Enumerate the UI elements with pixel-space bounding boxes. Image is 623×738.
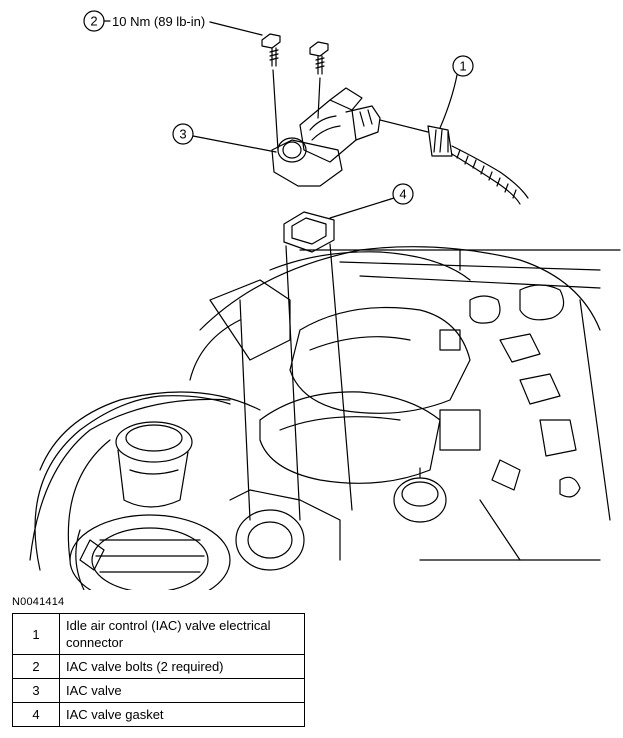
callout-3-circle [172, 123, 194, 145]
legend-description: IAC valve gasket [59, 702, 305, 727]
legend-row: 1 Idle air control (IAC) valve electrica… [12, 613, 305, 655]
legend-description: IAC valve [59, 678, 305, 703]
legend-number: 3 [12, 678, 60, 703]
legend-description: IAC valve bolts (2 required) [59, 654, 305, 679]
oil-filler-cap [115, 421, 193, 508]
callout-1-circle [452, 55, 474, 77]
legend-description: Idle air control (IAC) valve electrical … [59, 613, 305, 655]
iac-valve-gasket [283, 211, 335, 253]
callout-4-circle [392, 183, 414, 205]
legend-number: 4 [12, 702, 60, 727]
callout-1-leader [439, 74, 458, 129]
callout-2-leader [209, 21, 263, 36]
callout-1-number: 1 [459, 59, 466, 74]
legend-row: 3 IAC valve [12, 678, 305, 703]
iac-electrical-connector [379, 119, 529, 205]
legend-row: 4 IAC valve gasket [12, 702, 305, 727]
engine-illustration: 2 10 Nm (89 lb-in) 1 3 4 [29, 10, 621, 590]
callout-4-leader [329, 197, 395, 219]
callout-4-number: 4 [399, 187, 406, 202]
engine-assembly [29, 246, 621, 561]
callout-3-leader [192, 135, 277, 153]
legend-number: 1 [12, 613, 60, 655]
iac-valve [271, 87, 381, 187]
iac-bolt-left [261, 33, 281, 67]
throttle-body [229, 489, 341, 571]
legend-table: 1 Idle air control (IAC) valve electrica… [12, 613, 305, 727]
alternator [69, 514, 231, 590]
egr-valve [393, 467, 447, 523]
iac-bolt-right [309, 41, 329, 75]
torque-spec-label: 10 Nm (89 lb-in) [112, 14, 205, 29]
air-intake-hose [34, 395, 231, 571]
legend-row: 2 IAC valve bolts (2 required) [12, 654, 305, 679]
callout-3-number: 3 [179, 127, 186, 142]
callout-2-number: 2 [90, 14, 97, 29]
legend-number: 2 [12, 654, 60, 679]
figure-id: N0041414 [12, 596, 65, 608]
